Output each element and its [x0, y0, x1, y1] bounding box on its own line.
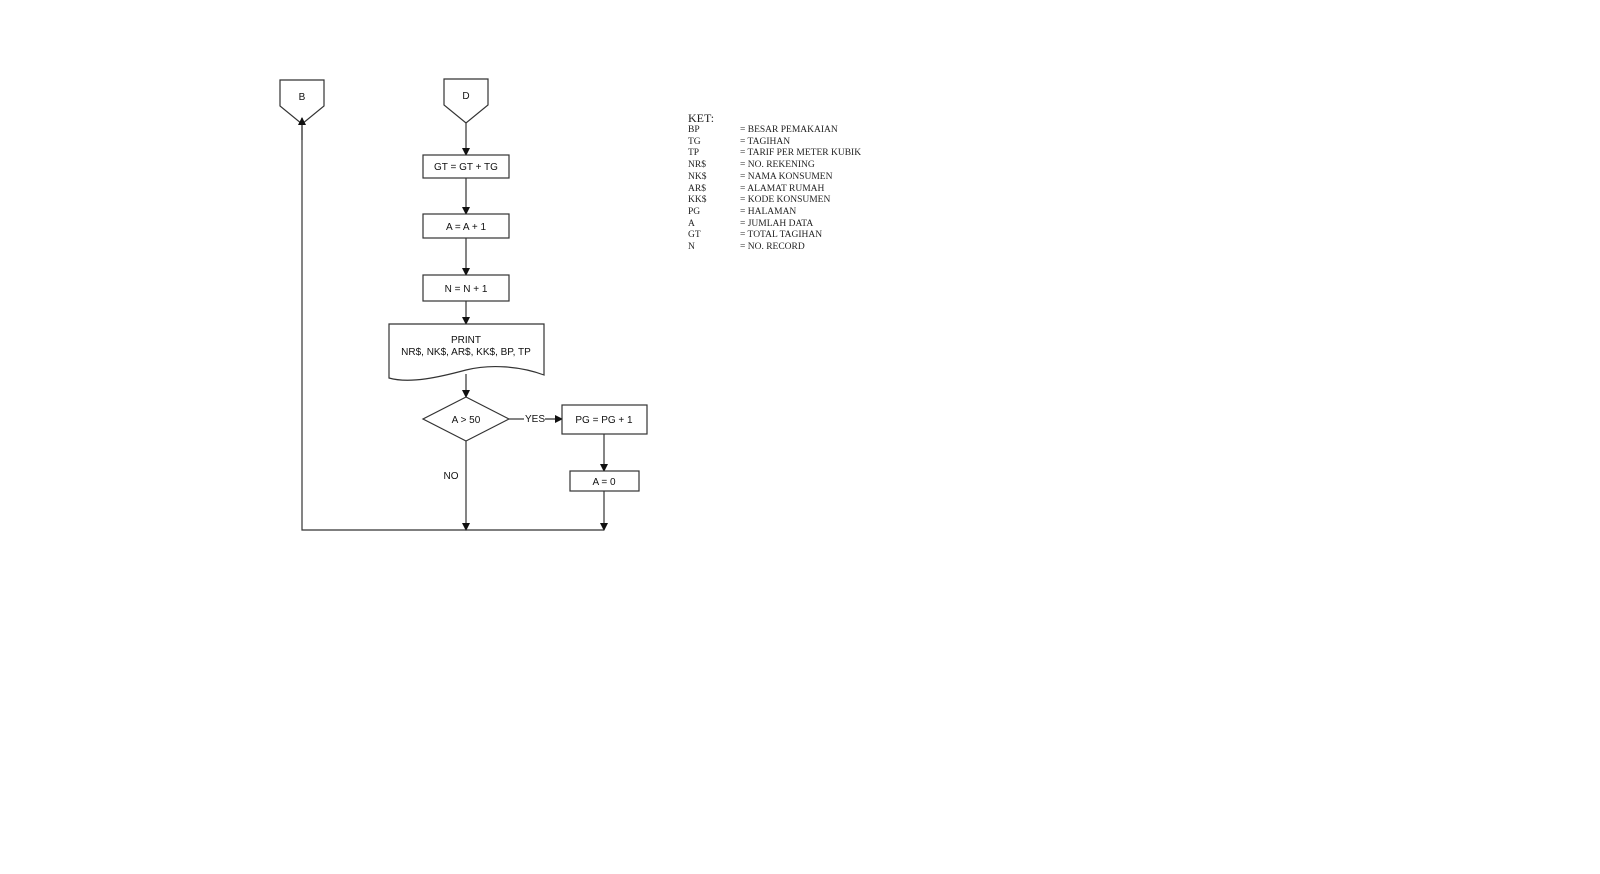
- legend-value: = TOTAL TAGIHAN: [740, 230, 823, 241]
- legend-value: = TARIF PER METER KUBIK: [740, 148, 862, 159]
- offpage-connector-d: [443, 78, 489, 124]
- legend-item: NK$ = NAMA KONSUMEN: [688, 172, 861, 184]
- print-label-line1: PRINT: [451, 335, 481, 346]
- legend-item: NR$ = NO. REKENING: [688, 160, 861, 172]
- legend-item: N = NO. RECORD: [688, 242, 861, 254]
- legend-item: KK$ = KODE KONSUMEN: [688, 195, 861, 207]
- legend-key: GT: [688, 230, 701, 241]
- a-reset-label: A = 0: [592, 477, 616, 488]
- legend-value: = NO. RECORD: [740, 242, 805, 253]
- legend-value: = KODE KONSUMEN: [740, 195, 831, 206]
- legend-value: = NO. REKENING: [740, 160, 815, 171]
- legend-key: A: [688, 218, 695, 229]
- n-increment-label: N = N + 1: [445, 284, 488, 295]
- legend-key: BP: [688, 125, 700, 135]
- legend-item: PG = HALAMAN: [688, 207, 861, 219]
- legend-key: PG: [688, 206, 701, 217]
- gt-update-label: GT = GT + TG: [434, 162, 498, 173]
- connector-d-label: D: [462, 91, 469, 102]
- process-a-increment: [422, 213, 510, 239]
- legend-value: = HALAMAN: [740, 206, 797, 217]
- legend-item: AR$ = ALAMAT RUMAH: [688, 184, 861, 196]
- legend-value: = BESAR PEMAKAIAN: [740, 125, 838, 135]
- loop-back-line: [301, 118, 604, 531]
- legend-key: N: [688, 242, 695, 253]
- legend-key: TP: [688, 148, 700, 159]
- print-document: [388, 323, 545, 381]
- connector-b-label: B: [299, 92, 306, 103]
- legend-key: KK$: [688, 195, 707, 206]
- legend-value: = JUMLAH DATA: [740, 218, 814, 229]
- decision-label: A > 50: [452, 415, 481, 426]
- legend-item: BP = BESAR PEMAKAIAN: [688, 125, 861, 137]
- legend-title: KET:: [688, 111, 715, 125]
- legend-key: TG: [688, 136, 701, 147]
- legend-key: NR$: [688, 160, 706, 171]
- legend-item: TG = TAGIHAN: [688, 137, 861, 149]
- process-n-increment: [422, 274, 510, 302]
- legend-value: = NAMA KONSUMEN: [740, 171, 833, 182]
- legend-value: = TAGIHAN: [740, 136, 791, 147]
- a-increment-label: A = A + 1: [446, 222, 486, 233]
- legend-value: = ALAMAT RUMAH: [740, 183, 825, 194]
- no-label: NO: [444, 471, 459, 482]
- legend: KET: BP = BESAR PEMAKAIAN TG = TAGIHAN TP =…: [688, 112, 861, 254]
- legend-item: TP = TARIF PER METER KUBIK: [688, 148, 861, 160]
- legend-item: GT = TOTAL TAGIHAN: [688, 230, 861, 242]
- legend-key: NK$: [688, 171, 707, 182]
- yes-label: YES: [525, 414, 545, 425]
- offpage-connector-b: [279, 79, 325, 125]
- print-label-line2: NR$, NK$, AR$, KK$, BP, TP: [401, 347, 531, 358]
- pg-increment-label: PG = PG + 1: [575, 415, 633, 426]
- legend-key: AR$: [688, 183, 706, 194]
- legend-item: A = JUMLAH DATA: [688, 219, 861, 231]
